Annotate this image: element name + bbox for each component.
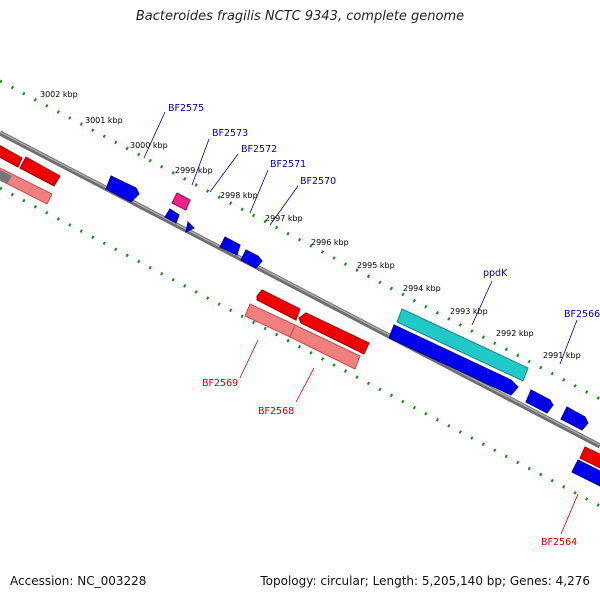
- gene-label-bf2569: BF2569: [202, 378, 238, 389]
- forward-gene: [105, 175, 140, 203]
- gene-label-bf2573: BF2573: [212, 128, 248, 139]
- scale-label: 2992 kbp: [496, 329, 534, 338]
- reverse-gene-shadow: [0, 167, 53, 205]
- scale-label: 2994 kbp: [403, 284, 441, 293]
- scale-label: 2996 kbp: [311, 238, 349, 247]
- gene-label-bf2571: BF2571: [270, 159, 306, 170]
- rna-gene: [171, 192, 191, 211]
- map-title: Bacteroides fragilis NCTC 9343, complete…: [135, 9, 465, 24]
- scale-label: 3001 kbp: [85, 116, 123, 125]
- gene-label-bf2564: BF2564: [541, 537, 577, 548]
- leader-line: [559, 319, 578, 365]
- outer-tick-row: [0, 79, 600, 401]
- forward-gene-shadow: [396, 308, 529, 382]
- genome-summary: Topology: circular; Length: 5,205,140 bp…: [260, 574, 590, 588]
- backbone-gene: [0, 170, 12, 184]
- scale-label: 2997 kbp: [265, 214, 303, 223]
- leader-line: [471, 280, 493, 326]
- leader-line: [269, 185, 299, 226]
- forward-gene: [240, 249, 263, 269]
- forward-gene: [185, 220, 195, 233]
- accession-label: Accession: NC_003228: [10, 574, 147, 588]
- forward-gene: [560, 406, 589, 431]
- forward-gene: [164, 208, 180, 224]
- scale-label: 2993 kbp: [450, 307, 488, 316]
- gene-label-bf2566: BF2566: [564, 309, 600, 320]
- leader-line: [249, 169, 269, 214]
- scale-label: 2999 kbp: [175, 166, 213, 175]
- reverse-gene-shadow: [289, 324, 361, 370]
- reverse-gene: [579, 446, 600, 469]
- leader-line: [239, 339, 259, 379]
- leader-line: [560, 493, 579, 535]
- reverse-gene: [0, 145, 23, 168]
- scale-label: 2991 kbp: [543, 351, 581, 360]
- scale-label: 3002 kbp: [40, 90, 78, 99]
- forward-gene: [525, 389, 554, 414]
- scale-label: 2998 kbp: [220, 191, 258, 200]
- forward-gene: [219, 236, 241, 256]
- reverse-gene: [256, 289, 301, 321]
- forward-gene: [571, 459, 600, 487]
- gene-label-bf2568: BF2568: [258, 406, 294, 417]
- scale-label: 2995 kbp: [357, 261, 395, 270]
- scale-label: 3000 kbp: [130, 141, 168, 150]
- leader-line: [209, 153, 239, 193]
- gene-label-bf2572: BF2572: [241, 144, 277, 155]
- gene-label-ppdk: ppdK: [483, 268, 508, 279]
- genome-backbone: [0, 130, 600, 449]
- reverse-gene: [19, 156, 61, 187]
- forward-gene: [388, 324, 519, 396]
- leader-line: [143, 111, 166, 159]
- leader-line: [191, 138, 210, 186]
- inner-tick-row: [0, 186, 600, 508]
- reverse-gene: [298, 312, 370, 355]
- gene-label-bf2570: BF2570: [300, 176, 336, 187]
- leader-line: [295, 367, 315, 403]
- genome-backbone-highlight: [0, 131, 600, 446]
- gene-label-bf2575: BF2575: [168, 103, 204, 114]
